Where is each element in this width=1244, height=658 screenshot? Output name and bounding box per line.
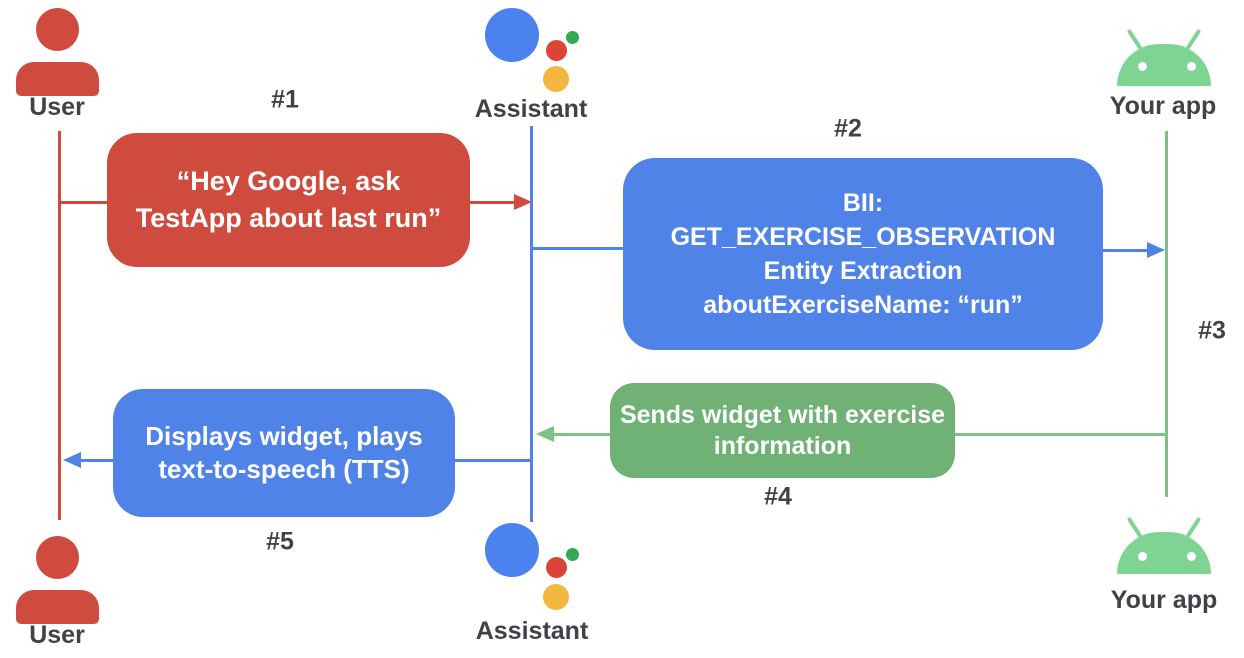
message-line: aboutExerciseName: “run” [703, 291, 1023, 319]
android-icon [1138, 552, 1147, 561]
user-icon [16, 62, 99, 96]
android-icon [1117, 44, 1211, 86]
message-line: BII: [842, 189, 884, 217]
message-line: Sends widget with exercise [619, 400, 946, 429]
step-label-1: #1 [271, 85, 299, 114]
message-box-bii: BII: GET_EXERCISE_OBSERVATION Entity Ext… [623, 158, 1103, 350]
arrow-assistant-to-app-line [533, 247, 624, 250]
android-icon [1187, 552, 1196, 561]
message-box-widget: Sends widget with exercise information [610, 383, 955, 478]
user-label-top: User [29, 93, 85, 121]
app-label-top: Your app [1109, 92, 1217, 120]
user-lifeline [58, 131, 61, 520]
assistant-lifeline [530, 126, 533, 522]
message-line: GET_EXERCISE_OBSERVATION [670, 223, 1056, 251]
assistant-icon [566, 548, 579, 561]
message-line: Entity Extraction [763, 257, 963, 285]
message-line: information [713, 431, 852, 460]
assistant-icon [485, 8, 539, 62]
android-icon [1187, 62, 1196, 71]
arrow-right-icon [1147, 242, 1165, 258]
arrow-user-to-assistant-line [60, 201, 108, 204]
assistant-icon [543, 584, 569, 610]
step-label-4: #4 [764, 482, 792, 511]
step-label-5: #5 [266, 527, 294, 556]
arrow-left-icon [63, 452, 81, 468]
user-icon [36, 8, 79, 51]
arrow-left-icon [536, 426, 554, 442]
message-line: Displays widget, plays [145, 421, 423, 451]
message-line: “Hey Google, ask [176, 166, 401, 196]
android-icon [1117, 532, 1211, 574]
assistant-icon [485, 523, 539, 577]
arrow-app-to-assistant-line [553, 433, 611, 436]
app-lifeline [1165, 131, 1168, 497]
assistant-icon [546, 557, 567, 578]
arrow-assistant-to-user-line [455, 459, 532, 462]
assistant-icon [543, 66, 569, 92]
assistant-icon [546, 40, 567, 61]
arrow-app-to-assistant-line [953, 433, 1166, 436]
user-icon [36, 536, 79, 579]
step-label-3: #3 [1198, 316, 1226, 345]
assistant-label-top: Assistant [474, 95, 588, 123]
arrow-assistant-to-app-line [1101, 249, 1149, 252]
arrow-user-to-assistant-line [468, 201, 516, 204]
android-icon [1138, 62, 1147, 71]
assistant-icon [566, 31, 579, 44]
app-label-bottom: Your app [1110, 586, 1218, 614]
message-line: text-to-speech (TTS) [158, 454, 410, 484]
arrow-right-icon [514, 194, 532, 210]
user-icon [16, 590, 99, 624]
message-box-display-tts: Displays widget, plays text-to-speech (T… [113, 389, 455, 517]
step-label-2: #2 [834, 114, 862, 143]
arrow-assistant-to-user-line [80, 459, 114, 462]
message-box-user-query: “Hey Google, ask TestApp about last run” [107, 133, 470, 267]
assistant-label-bottom: Assistant [475, 617, 589, 645]
user-label-bottom: User [29, 621, 85, 649]
message-line: TestApp about last run” [135, 203, 442, 233]
